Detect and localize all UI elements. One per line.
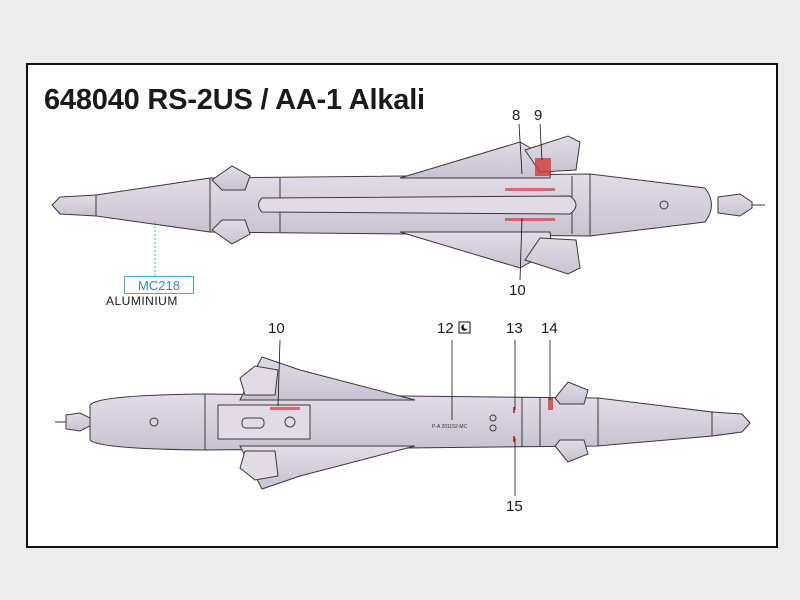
red-stencil-13: [513, 407, 515, 413]
fitting-circle: [489, 424, 497, 432]
callout-15: 15: [506, 498, 523, 515]
tailfin-lower-bottom: [239, 450, 279, 481]
fitting-circle: [489, 414, 497, 422]
fairing-tube-top: [258, 195, 577, 215]
leader-line-10-bottom: [277, 339, 281, 407]
tail-nozzle-top: [717, 193, 753, 217]
sheet-frame: [26, 63, 778, 548]
nose-cone-bottom: [597, 397, 713, 447]
stencil-text: P-A 201152-MC: [432, 424, 468, 430]
red-stencil-15: [513, 436, 515, 442]
callout-12: 12: [437, 320, 454, 337]
canard-upper-top: [211, 165, 251, 191]
panel-slot: [241, 417, 265, 429]
leader-line-9: [539, 123, 543, 161]
canard-lower-top: [211, 219, 251, 245]
panel-port: [284, 416, 296, 428]
missile-bottom-view: [55, 356, 751, 490]
missile-top-view: [51, 135, 765, 275]
port-circle-top: [659, 200, 669, 210]
callout-10-top: 10: [509, 282, 526, 299]
callout-8: 8: [512, 107, 521, 124]
callout-10-bottom: 10: [268, 320, 285, 337]
leader-line-10-top: [519, 217, 523, 281]
sheet-title: 648040 RS-2US / AA-1 Alkali: [44, 84, 425, 116]
wing-lower-top: [399, 231, 553, 269]
tailfin-upper-bottom: [239, 365, 279, 396]
canard-upper-bottom: [554, 381, 589, 405]
leader-line-8: [518, 123, 523, 175]
nose-tip-top: [51, 194, 97, 217]
square-with-crescent-icon: [458, 321, 471, 334]
color-name-label: ALUMINIUM: [106, 294, 178, 308]
red-stencil-10-top: [505, 218, 555, 221]
nose-tip-bottom: [711, 411, 751, 437]
red-stencil-14: [548, 398, 553, 410]
nose-cone-top: [95, 177, 211, 233]
canard-lower-bottom: [554, 439, 589, 463]
red-stencil-8: [505, 188, 555, 191]
tailfin-lower-top: [524, 237, 581, 275]
color-code-label: MC218: [124, 276, 194, 294]
red-stencil-10-bottom: [270, 407, 300, 410]
tail-nozzle-bottom: [65, 412, 91, 432]
callout-14: 14: [541, 320, 558, 337]
callout-9: 9: [534, 107, 543, 124]
wing-upper-top: [399, 141, 553, 179]
port-circle-bottom: [149, 417, 159, 427]
callout-13: 13: [506, 320, 523, 337]
red-stencil-9: [535, 158, 551, 176]
